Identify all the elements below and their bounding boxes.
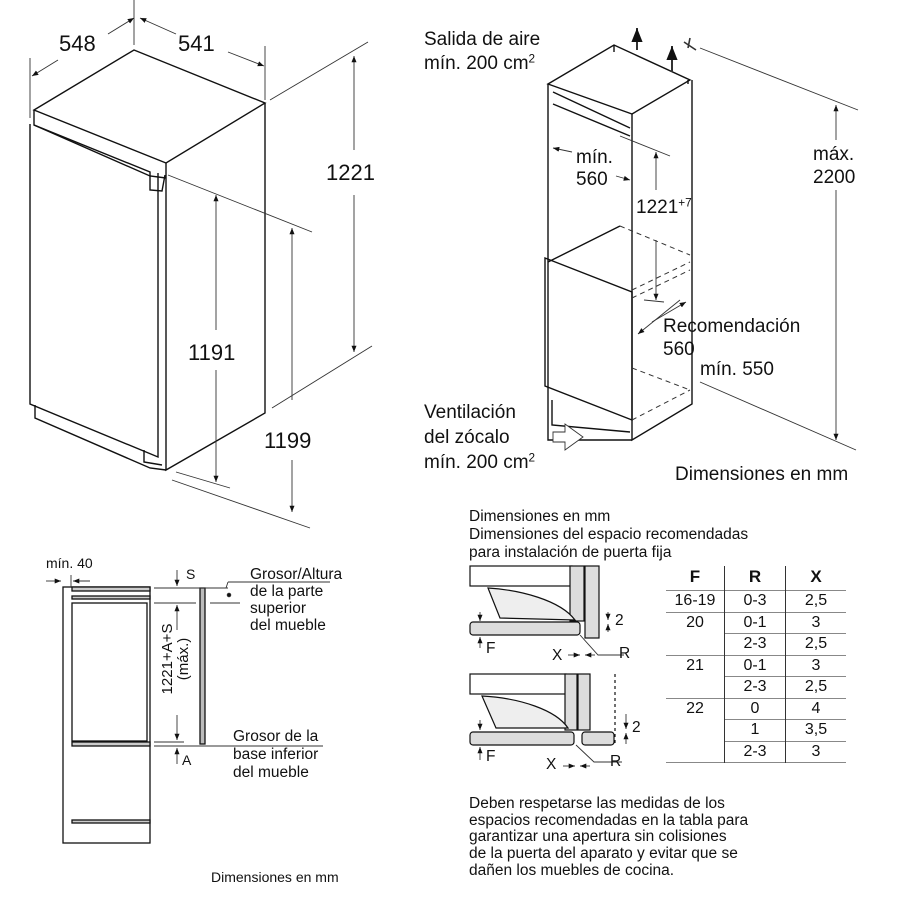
plinth-label-1: Ventilación [424,402,516,423]
fridge-isometric [29,49,267,472]
table-row: 1 3,5 [666,719,846,741]
width-label: 541 [178,31,215,56]
table-row: 22 0 4 [666,697,846,720]
min-width-label: mín. [576,147,613,168]
x-label-2: X [546,756,557,773]
hinge-title-1: Dimensiones del espacio recomendadas [469,526,749,543]
r-label-2: R [610,753,622,770]
niche-height-label: 1221+7 [636,196,692,218]
side-height-label: 1199 [264,428,312,453]
top-thickness-label-1: Grosor/Altura [250,566,343,583]
min-width-value: 560 [576,169,608,190]
s-label: S [186,566,196,582]
niche-dim-lines [552,28,859,451]
recommendation-value: 560 [663,339,695,360]
x-label-1: X [552,647,563,664]
table-row: 20 0-1 3 [666,611,846,634]
f-label-1: F [486,640,496,657]
min-gap-label: mín. 40 [46,555,93,571]
installation-note: Deben respetarse las medidas de los espa… [469,795,749,879]
units-label-section: Dimensiones en mm [211,869,339,885]
plinth-label-2: del zócalo [424,427,510,448]
plinth-label-3: mín. 200 cm2 [424,451,536,473]
max-height-value: 2200 [813,167,856,188]
niche-dashed [619,225,691,421]
top-thickness-label-4: del mueble [250,617,326,634]
air-outlet-label-2: mín. 200 cm2 [424,52,536,74]
recommendation-label: Recomendación [663,316,801,337]
door-height-label: 1191 [188,340,236,365]
base-thickness-label-1: Grosor de la [233,728,319,745]
table-row: 2-3 3 [666,740,846,763]
units-label-hinge: Dimensiones en mm [469,508,611,525]
a-label: A [182,752,192,768]
table-row: 16-19 0-3 2,5 [666,590,846,612]
gap-label-2: 2 [632,719,641,736]
depth-label: 548 [59,31,96,56]
top-thickness-label-2: de la parte [250,583,324,600]
top-thickness-label-3: superior [250,600,306,617]
table-header: F R X [666,566,846,591]
table-row: 2-3 2,5 [666,676,846,698]
base-thickness-label-3: del mueble [233,764,309,781]
hinge-diagrams [469,565,616,746]
hinge-title-2: para instalación de puerta fija [469,544,672,561]
table-row: 2-3 2,5 [666,633,846,655]
hinge-dim-lines [477,612,629,769]
total-height-label: 1221 [326,160,375,185]
air-outlet-label-1: Salida de aire [424,29,541,50]
min-depth-label: mín. 550 [700,359,774,380]
units-label-niche: Dimensiones en mm [675,464,849,485]
max-height-label: máx. [813,144,855,165]
clearance-table: F R X 16-19 0-3 2,5 20 0-1 3 2-3 2,5 21 … [666,566,846,763]
section-dim-lines [46,570,330,764]
base-thickness-label-2: base inferior [233,746,319,763]
niche-isometric [544,44,693,442]
f-label-2: F [486,748,496,765]
r-label-1: R [619,645,631,662]
fridge-dim-lines [29,0,373,529]
formula-label: 1221+A+S(máx.) [159,623,192,695]
gap-label-1: 2 [615,612,624,629]
table-row: 21 0-1 3 [666,654,846,677]
